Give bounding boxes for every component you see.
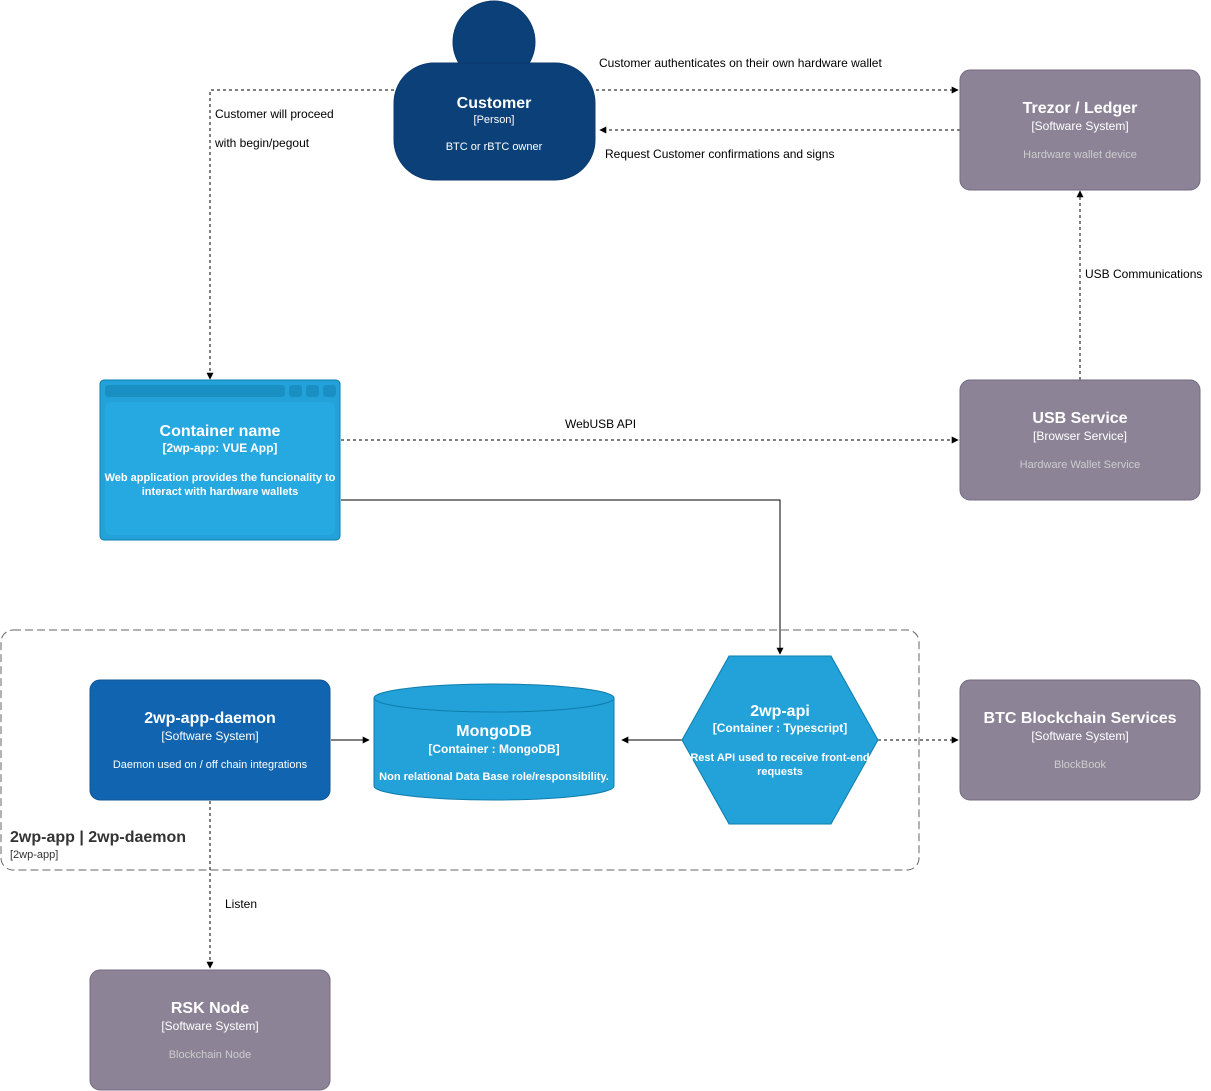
system-boundary [0, 629, 920, 871]
node-title: Container name [160, 423, 281, 440]
node-title: Customer [457, 95, 532, 112]
node-webapp[interactable]: Container name [2wp-app: VUE App] Web ap… [99, 379, 341, 541]
person-body [393, 62, 596, 181]
node-usb-service[interactable]: USB Service [Browser Service] Hardware W… [959, 379, 1201, 501]
node-description: BlockBook [1054, 759, 1106, 771]
window-button [323, 385, 336, 397]
edge-customer-to-webapp [206, 89, 394, 380]
node-description-line-2: requests [757, 766, 803, 778]
node-description: Non relational Data Base role/responsibi… [379, 771, 609, 783]
node-description-line-2: interact with hardware wallets [142, 486, 299, 498]
node-type: [Software System] [1031, 729, 1128, 743]
node-description: Blockchain Node [169, 1049, 252, 1061]
node-title: BTC Blockchain Services [984, 710, 1177, 727]
edge-label-auth: Customer authenticates on their own hard… [599, 56, 882, 70]
node-title: RSK Node [171, 1000, 249, 1017]
edge-webapp-to-api [341, 499, 784, 655]
edge-label-confirm: Request Customer confirmations and signs [605, 147, 834, 161]
cylinder-body [373, 683, 615, 801]
node-btc-blockchain-services[interactable]: BTC Blockchain Services [Software System… [959, 679, 1201, 801]
node-description-line-1: Web application provides the funcionalit… [105, 472, 336, 484]
node-customer[interactable]: Customer [Person] BTC or rBTC owner [393, 0, 596, 181]
node-description: Hardware Wallet Service [1020, 459, 1141, 471]
node-api[interactable]: 2wp-api [Container : Typescript] Rest AP… [681, 655, 879, 825]
node-type: [Container : Typescript] [713, 721, 847, 735]
node-type: [Container : MongoDB] [428, 742, 559, 756]
node-mongodb[interactable]: MongoDB [Container : MongoDB] Non relati… [373, 683, 615, 801]
node-description: BTC or rBTC owner [446, 141, 543, 153]
boundary-subtitle: [2wp-app] [10, 849, 58, 861]
node-type: [Software System] [1031, 119, 1128, 133]
edge-label-proceed-1: Customer will proceed [215, 107, 334, 121]
node-type: [2wp-app: VUE App] [163, 441, 278, 455]
window-button [289, 385, 302, 397]
boundary-title: 2wp-app | 2wp-daemon [10, 829, 186, 846]
node-title: MongoDB [456, 723, 532, 740]
node-title: 2wp-api [750, 703, 810, 720]
edge-label-usb-comm: USB Communications [1085, 267, 1202, 281]
window-content [105, 402, 335, 535]
edge-label-listen: Listen [225, 897, 257, 911]
window-address-bar [105, 385, 285, 397]
edges [206, 86, 1084, 969]
window-button [306, 385, 319, 397]
node-rsk[interactable]: RSK Node [Software System] Blockchain No… [89, 969, 331, 1091]
node-title: USB Service [1032, 410, 1127, 427]
node-description: Daemon used on / off chain integrations [113, 759, 308, 771]
node-type: [Browser Service] [1033, 429, 1127, 443]
cylinder-top [373, 697, 615, 713]
node-title: Trezor / Ledger [1023, 100, 1138, 117]
node-title: 2wp-app-daemon [144, 710, 276, 727]
node-type: [Software System] [161, 729, 258, 743]
node-trezor-ledger[interactable]: Trezor / Ledger [Software System] Hardwa… [959, 69, 1201, 191]
node-type: [Person] [474, 114, 515, 126]
edge-label-webusb: WebUSB API [565, 417, 636, 431]
node-daemon[interactable]: 2wp-app-daemon [Software System] Daemon … [89, 679, 331, 801]
node-description-line-1: Rest API used to receive front-end [690, 752, 869, 764]
node-type: [Software System] [161, 1019, 258, 1033]
node-description: Hardware wallet device [1023, 149, 1137, 161]
edge-label-proceed-2: with begin/pegout [214, 136, 310, 150]
